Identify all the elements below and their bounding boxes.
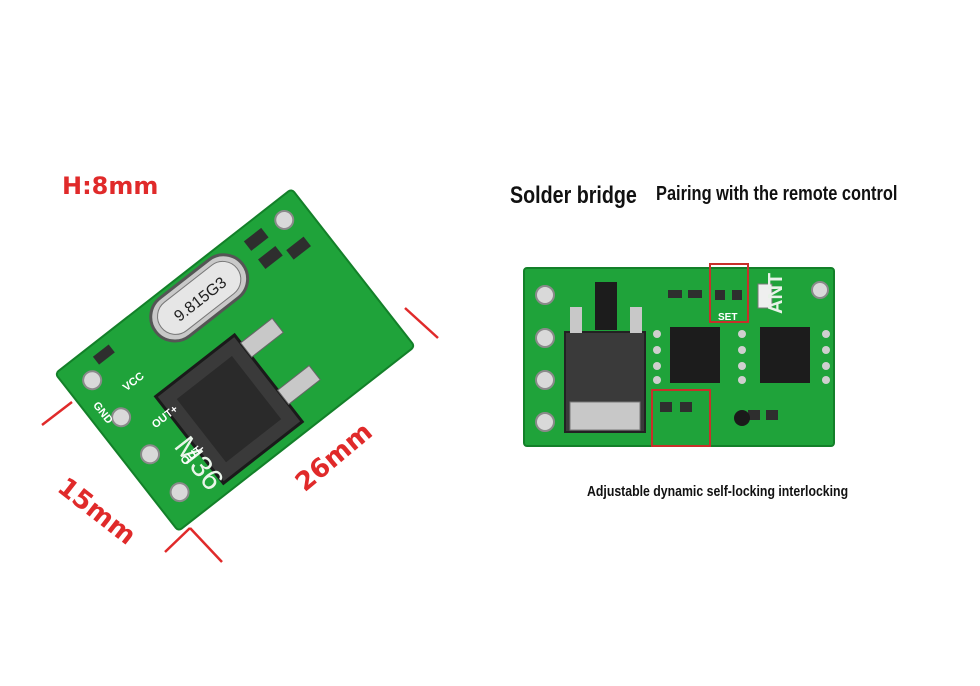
smd-components [92, 227, 311, 365]
left-module-photo: 9.815G3 M36 GND VCC OUT+ OUT- [41, 189, 439, 563]
ic-chips [653, 327, 830, 384]
pairing-label: Pairing with the remote control [656, 183, 898, 205]
silk-ant: ANT [765, 273, 787, 314]
height-label: H:8mm [62, 172, 159, 200]
dimension-lines [41, 307, 439, 563]
pin-pads [535, 281, 829, 432]
smd-components [660, 290, 778, 420]
adjustable-label: Adjustable dynamic self-locking interloc… [587, 483, 849, 500]
pin-pads [82, 210, 295, 503]
interlock-highlight [651, 389, 711, 447]
solder-bridge-label: Solder bridge [510, 182, 637, 209]
right-module-photo: SET ANT [523, 263, 835, 447]
silk-set: SET [718, 312, 737, 323]
solder-bridge-highlight [709, 263, 749, 323]
